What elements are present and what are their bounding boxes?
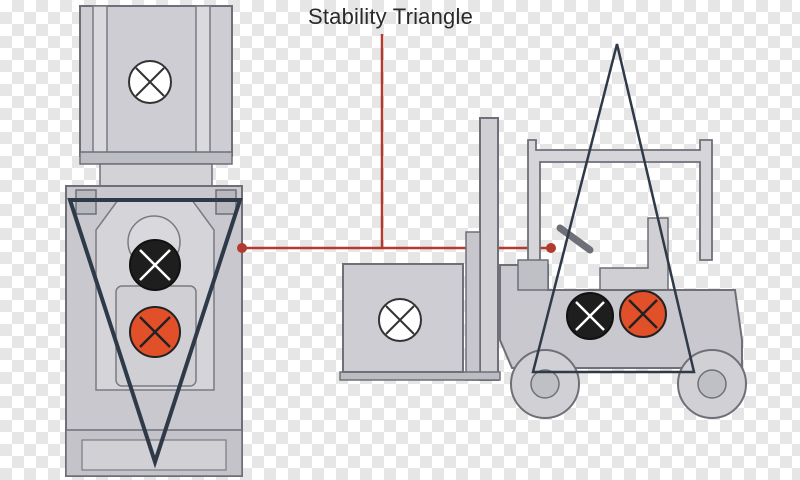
rear-wheel [677,349,747,419]
forks [339,371,501,381]
top-view-load [79,5,233,165]
top-view-stability-triangle [67,198,243,469]
callout-lines [237,34,556,253]
front-wheel [510,349,580,419]
carriage [465,231,481,381]
side-view-stability-triangle [531,43,696,374]
callout-dot-right [546,243,556,253]
diagram-title: Stability Triangle [308,4,474,29]
side-view-load [342,263,464,373]
top-view-forks [99,163,213,187]
mast [479,117,499,381]
callout-dot-left [237,243,247,253]
center-of-gravity-empty-icon [566,292,614,340]
load-center-icon [128,60,172,104]
center-of-gravity-empty-icon [129,239,181,291]
center-of-gravity-loaded-icon [129,306,181,358]
overhead-guard [527,139,713,271]
load-center-icon [378,298,422,342]
steering-wheel [556,224,594,254]
top-view-forklift [65,5,243,477]
center-of-gravity-loaded-icon [619,290,667,338]
side-view-forklift [339,43,747,419]
seat [599,217,669,291]
